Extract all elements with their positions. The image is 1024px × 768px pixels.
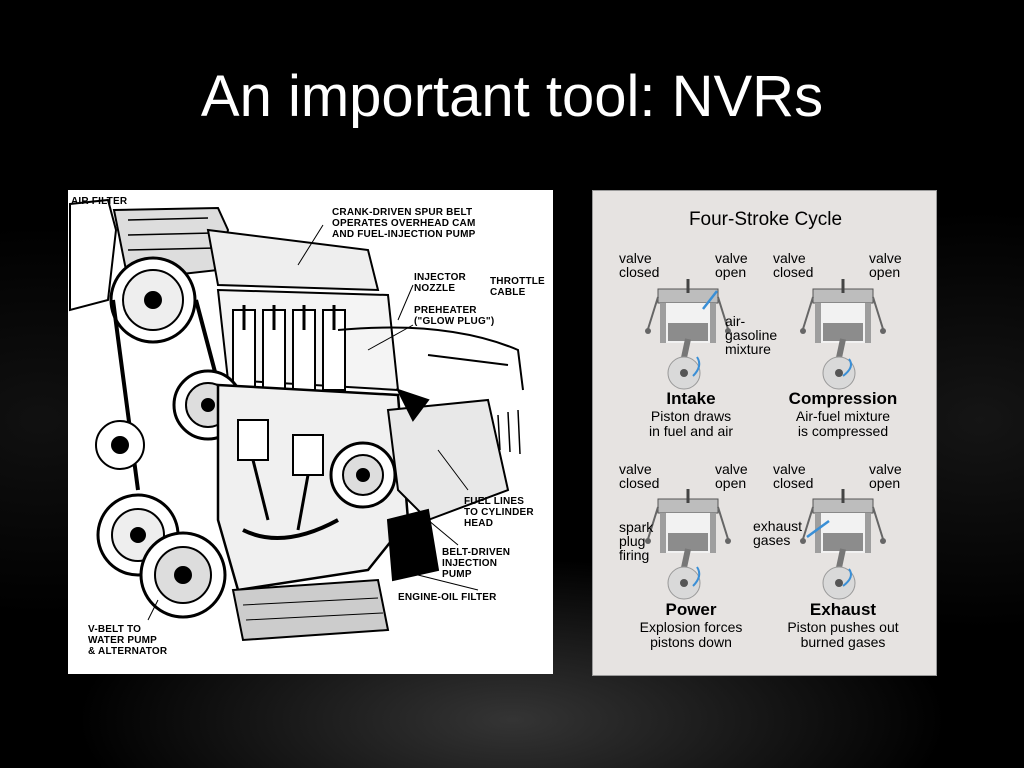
label-throttle-cable: THROTTLE CABLE [490, 276, 545, 298]
valve-closed-label: valve closed [773, 461, 814, 491]
slide-title: An important tool: NVRs [200, 64, 824, 129]
exhaust-note: exhaust gases [753, 518, 803, 548]
intake-note: air- gasoline mixture [725, 313, 778, 357]
valve-open-label: valve open [715, 250, 748, 280]
valve-open-label: valve open [869, 461, 902, 491]
label-air-filter: AIR FILTER [71, 196, 128, 207]
power-note: spark plug firing [619, 519, 654, 563]
valve-closed-label: valve closed [619, 461, 660, 491]
stroke-name-compression: Compression [788, 389, 898, 408]
label-injector-nozzle: INJECTOR NOZZLE [414, 272, 466, 294]
engine-drawing [69, 198, 524, 642]
engine-cutaway-image: AIR FILTER CRANK-DRIVEN SPUR BELT OPERAT… [68, 190, 553, 674]
label-oil-filter: ENGINE-OIL FILTER [398, 592, 497, 603]
stroke-name-exhaust: Exhaust [809, 600, 877, 619]
label-preheater: PREHEATER ("GLOW PLUG") [414, 305, 495, 327]
cycle-title: Four-Stroke Cycle [688, 209, 843, 230]
valve-open-label: valve open [869, 250, 902, 280]
label-spur-belt: CRANK-DRIVEN SPUR BELT OPERATES OVERHEAD… [332, 207, 476, 240]
stroke-desc-intake: Piston draws in fuel and air [648, 408, 734, 439]
valve-open-label: valve open [715, 461, 748, 491]
four-stroke-cycle-diagram: Four-Stroke Cycle valve closed valve ope… [592, 190, 937, 676]
stroke-desc-power: Explosion forces pistons down [639, 619, 743, 650]
valve-closed-label: valve closed [619, 250, 660, 280]
label-fuel-lines: FUEL LINES TO CYLINDER HEAD [464, 496, 534, 529]
stroke-name-power: Power [665, 600, 717, 619]
cylinder-drawings [593, 191, 938, 677]
stroke-desc-compression: Air-fuel mixture is compressed [795, 408, 891, 439]
stroke-desc-exhaust: Piston pushes out burned gases [787, 619, 899, 650]
label-injection-pump: BELT-DRIVEN INJECTION PUMP [442, 547, 511, 580]
label-v-belt: V-BELT TO WATER PUMP & ALTERNATOR [88, 624, 168, 657]
stroke-name-intake: Intake [666, 389, 716, 408]
valve-closed-label: valve closed [773, 250, 814, 280]
